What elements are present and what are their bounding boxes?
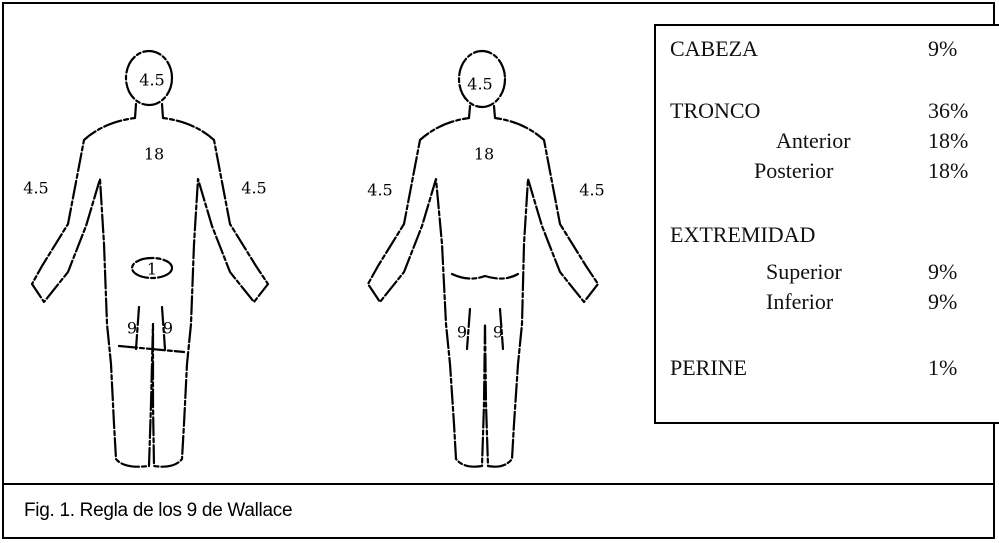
caption-divider xyxy=(4,483,993,485)
superior-pct: 9% xyxy=(928,259,958,284)
anterior-label: Anterior xyxy=(776,128,851,153)
back-left-arm-value: 4.5 xyxy=(367,180,393,200)
posterior-label: Posterior xyxy=(754,158,834,183)
front-body-outline xyxy=(30,49,270,468)
tronco-pct: 36% xyxy=(928,98,969,123)
perine-pct: 1% xyxy=(928,355,958,380)
back-trunk-value: 18 xyxy=(473,144,495,164)
inferior-pct: 9% xyxy=(928,289,958,314)
anterior-pct: 18% xyxy=(928,128,969,153)
back-head-value: 4.5 xyxy=(467,74,493,94)
front-right-arm-value: 4.5 xyxy=(241,178,267,198)
cabeza-pct: 9% xyxy=(928,36,958,61)
superior-label: Superior xyxy=(766,259,842,284)
posterior-pct: 18% xyxy=(928,158,969,183)
front-trunk-value: 18 xyxy=(143,144,165,164)
back-body-outline xyxy=(366,49,600,468)
body-figures: 4.5 18 4.5 4.5 1 9 9 4.5 18 4.5 4.5 9 9 xyxy=(4,4,654,482)
body-outlines xyxy=(30,49,600,468)
front-left-leg-value: 9 xyxy=(126,318,138,338)
back-right-leg-value: 9 xyxy=(492,322,504,342)
front-perineum-value: 1 xyxy=(146,259,158,279)
front-head-value: 4.5 xyxy=(139,70,165,90)
tronco-label: TRONCO xyxy=(670,98,761,123)
percentage-table: CABEZA 9% TRONCO 36% Anterior 18% Poster… xyxy=(654,24,999,424)
extremidad-label: EXTREMIDAD xyxy=(670,222,816,247)
perine-label: PERINE xyxy=(670,355,747,380)
cabeza-label: CABEZA xyxy=(670,36,758,61)
front-right-leg-value: 9 xyxy=(162,318,174,338)
back-right-arm-value: 4.5 xyxy=(579,180,605,200)
front-left-arm-value: 4.5 xyxy=(23,178,49,198)
figure-caption: Fig. 1. Regla de los 9 de Wallace xyxy=(24,500,293,521)
inferior-label: Inferior xyxy=(766,289,834,314)
back-left-leg-value: 9 xyxy=(456,322,468,342)
